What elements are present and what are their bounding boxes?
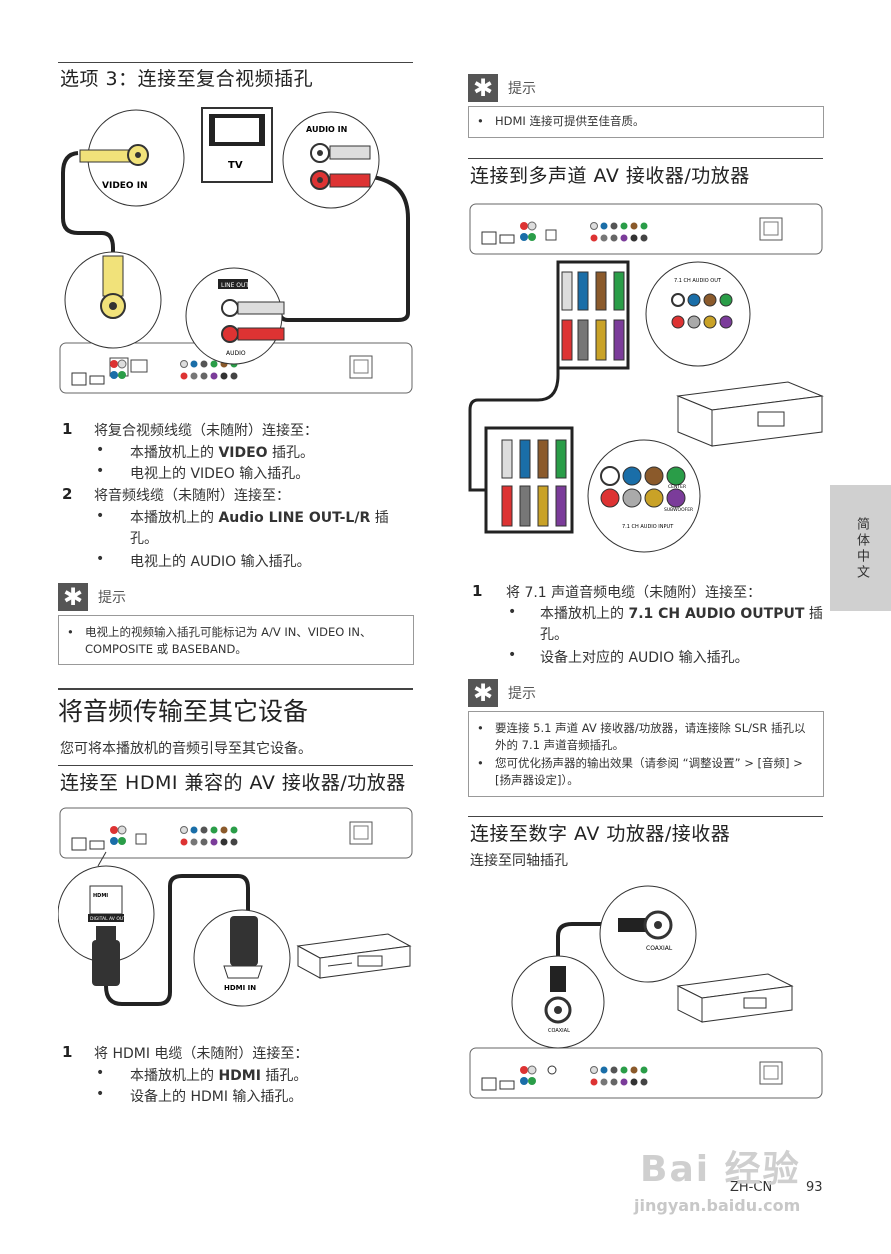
audio-out-label: 7.1 CH AUDIO OUT [674,278,722,284]
player-rear-panel [59,807,413,859]
step-text: 将复合视频线缆（未随附）连接至： [94,423,318,439]
divider [58,62,413,63]
coaxial-in-label: COAXIAL [646,945,673,952]
tip-header: ✱ 提示 [58,583,126,611]
av-receiver-device [676,381,824,447]
tip-item: 电视上的视频输入插孔可能标记为 A/V IN、VIDEO IN、COMPOSIT… [85,625,372,656]
bullet-dot: • [96,551,105,567]
bullet-dot: • [96,442,105,458]
section-description: 您可将本播放机的音频引导至其它设备。 [60,741,312,757]
bullet-dot: • [477,114,484,128]
language-side-tab: 简体中文 [830,485,891,611]
divider [58,688,413,690]
tip-item: 要连接 5.1 声道 AV 接收器/功放器，请连接除 SL/SR 插孔以外的 7… [495,721,806,752]
multichannel-connection-diagram: 7.1 CH AUDIO OUT CENTER SUBWOOFER 7.1 CH… [468,203,824,553]
hdmi-port [89,375,105,385]
step-bullet: 电视上的 VIDEO 输入插孔。 [130,466,310,482]
tip-box: • 电视上的视频输入插孔可能标记为 A/V IN、VIDEO IN、COMPOS… [58,615,414,665]
watermark-url: jingyan.baidu.com [634,1196,801,1215]
upper-plugs [561,271,625,361]
bullet-dot: • [96,1065,105,1081]
player-rear-panel [469,1047,823,1099]
divider [468,816,823,817]
bullet-dot: • [96,1086,105,1102]
step-text: 将 7.1 声道音频电缆（未随附）连接至： [506,585,762,601]
bullet-dot: • [96,463,105,479]
step-bullet: 本播放机上的 Audio LINE OUT-L/R 插孔。 [130,510,389,547]
step-number: 2 [62,485,73,503]
bullet-dot: • [67,625,74,639]
audio-label: AUDIO [226,350,246,357]
footer-lang: ZH-CN [730,1180,773,1195]
bullet-dot: • [477,721,484,735]
step-bullet: 设备上的 HDMI 输入插孔。 [130,1089,303,1105]
hdmi-in-label: HDMI IN [224,984,256,992]
audio-input-label: 7.1 CH AUDIO INPUT [622,524,674,530]
player-rear-panel [469,203,823,255]
tip-label: 提示 [98,590,126,606]
tip-box: • HDMI 连接可提供至佳音质。 [468,106,824,138]
usb-port [349,821,373,845]
section-title-digital: 连接至数字 AV 功放器/接收器 [470,823,731,845]
section-title-option3: 选项 3：连接至复合视频插孔 [60,68,314,90]
step-text: 将音频线缆（未随附）连接至： [94,488,290,504]
divider [468,158,823,159]
bullet-dot: • [508,647,517,663]
digital-av-out-label: DIGITAL AV OUT [90,916,126,922]
usb-port [349,355,373,379]
watermark-logo: Bai 经验 [640,1149,801,1190]
tip-label: 提示 [508,686,536,702]
bullet-dot: • [508,604,517,620]
tip-item: HDMI 连接可提供至佳音质。 [495,114,645,128]
tip-header: ✱ 提示 [468,74,536,102]
tip-star-icon: ✱ [468,679,498,707]
audio-in-label: AUDIO IN [306,125,347,134]
tip-header: ✱ 提示 [468,679,536,707]
tip-item: 您可优化扬声器的输出效果（请参阅 “调整设置” > [音频] > [扬声器设定]… [495,756,803,787]
coaxial-out-label: COAXIAL [548,1028,570,1034]
step-bullet: 本播放机上的 VIDEO 插孔。 [130,445,315,461]
section-title-hdmi: 连接至 HDMI 兼容的 AV 接收器/功放器 [60,772,406,794]
lan-port [71,372,87,386]
step-bullet: 设备上对应的 AUDIO 输入插孔。 [540,650,749,666]
tip-star-icon: ✱ [468,74,498,102]
coaxial-connection-diagram: COAXIAL COAXIAL [469,885,823,1099]
section-title-audio: 将音频传输至其它设备 [58,697,309,726]
step-bullet: 电视上的 AUDIO 输入插孔。 [130,554,311,570]
subwoofer-label: SUBWOOFER [664,507,693,513]
hdmi-port-label: HDMI [93,893,108,899]
audio-out-callout [645,261,751,367]
tip-label: 提示 [508,81,536,97]
tip-box: • 要连接 5.1 声道 AV 接收器/功放器，请连接除 SL/SR 插孔以外的… [468,711,824,797]
step-text: 将 HDMI 电缆（未随附）连接至： [94,1046,309,1062]
step-number: 1 [62,1043,73,1061]
side-tab-label: 简体中文 [854,517,869,581]
line-out-label: LINE OUT [221,282,249,289]
page-number: 93 [806,1180,823,1195]
composite-connection-diagram: VIDEO IN TV AUDIO IN LINE OUT AUDIO [59,107,413,394]
step-number: 1 [472,582,483,600]
tip-star-icon: ✱ [58,583,88,611]
center-label: CENTER [668,484,686,490]
step-bullet: 本播放机上的 HDMI 插孔。 [130,1068,308,1084]
tv-label: TV [228,160,243,171]
divider [58,765,413,766]
section-subtitle: 连接至同轴插孔 [470,853,568,869]
video-in-label: VIDEO IN [102,181,148,191]
step-number: 1 [62,420,73,438]
section-title-multichannel: 连接到多声道 AV 接收器/功放器 [470,165,750,187]
bullet-dot: • [96,508,105,524]
step-bullet: 本播放机上的 7.1 CH AUDIO OUTPUT 插孔。 [540,606,823,643]
hdmi-connection-diagram: HDMI DIGITAL AV OUT HDMI IN [58,807,413,1007]
bullet-dot: • [477,756,484,770]
av-receiver-device [296,933,412,979]
av-receiver-device [676,973,794,1023]
lower-plugs [501,439,567,527]
